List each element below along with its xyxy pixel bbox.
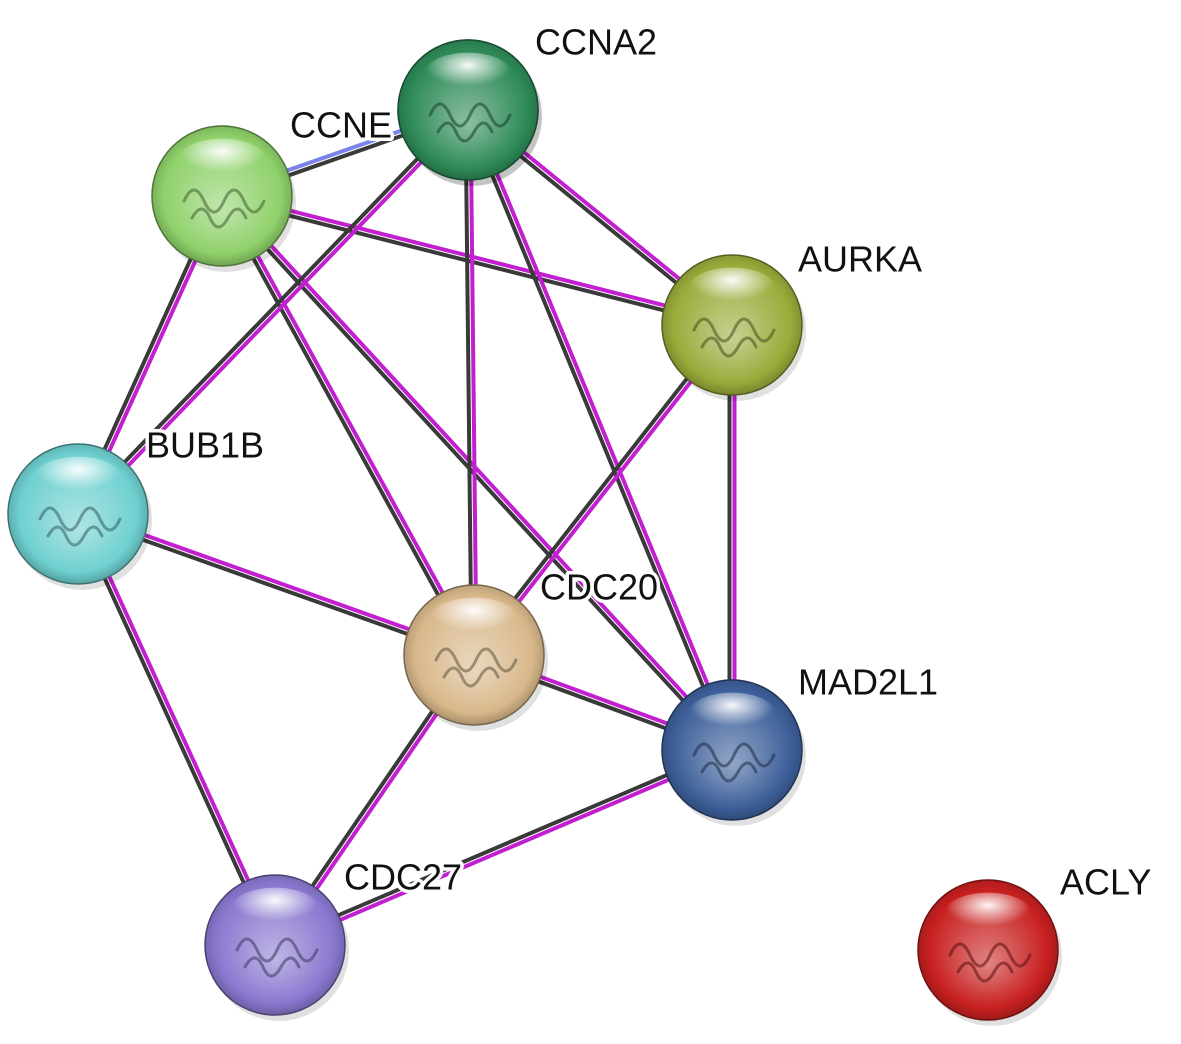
protein-structure-icon (692, 317, 776, 358)
node-gloss (424, 52, 512, 95)
edge-evidence-magenta (78, 512, 280, 945)
node-cdc20[interactable] (403, 584, 548, 731)
protein-structure-icon (235, 937, 319, 978)
node-label-acly: ACLY (1060, 862, 1151, 903)
node-label-ccnb1: CCNE (290, 105, 392, 146)
node-label-cdc20: CDC20 (540, 567, 658, 608)
node-label-aurka: AURKA (798, 239, 922, 280)
edge-ccna2-cdc20[interactable] (463, 109, 479, 656)
protein-structure-icon (182, 188, 266, 229)
node-ccna2-overlay (397, 39, 542, 186)
edge-evidence-magenta (222, 193, 478, 655)
node-gloss (430, 597, 518, 640)
edge-evidence-magenta (222, 192, 736, 750)
edge-evidence-magenta (275, 750, 734, 950)
edge-mad2l1-cdc27[interactable] (273, 745, 734, 950)
edge-evidence-black (463, 110, 474, 656)
protein-structure-icon (692, 742, 776, 783)
protein-structure-icon (428, 102, 512, 143)
edge-ccnb1-aurka[interactable] (220, 191, 734, 330)
edge-evidence-black (220, 196, 732, 330)
edge-aurka-mad2l1[interactable] (727, 325, 737, 750)
node-ccnb1[interactable] (151, 125, 296, 272)
node-label-mad2l1: MAD2L1 (798, 662, 938, 703)
node-gloss (944, 892, 1032, 935)
protein-structure-icon (38, 506, 122, 547)
node-label-bub1b: BUB1B (146, 425, 264, 466)
edge-evidence-black (218, 196, 474, 658)
node-gloss (688, 267, 776, 310)
node-acly[interactable] (917, 879, 1062, 1026)
protein-structure-icon (948, 942, 1032, 983)
node-gloss (34, 456, 122, 499)
edge-evidence-black (273, 745, 732, 945)
edge-evidence-black (74, 106, 468, 514)
edge-evidence-magenta (222, 191, 734, 325)
edge-evidence-black (463, 110, 732, 752)
edge-ccna2-mad2l1[interactable] (463, 108, 737, 752)
node-label-cdc27: CDC27 (344, 857, 462, 898)
edge-evidence-black (73, 514, 275, 947)
node-aurka[interactable] (661, 254, 806, 401)
node-bub1b[interactable] (7, 443, 152, 590)
edge-evidence-magenta (78, 110, 472, 518)
edge-bub1b-cdc27[interactable] (73, 512, 280, 947)
node-gloss (231, 887, 319, 930)
node-label-ccna2: CCNA2 (535, 22, 657, 63)
node-cdc27[interactable] (204, 874, 349, 1021)
node-mad2l1[interactable] (661, 679, 806, 826)
protein-structure-icon (434, 647, 518, 688)
node-gloss (178, 138, 266, 181)
edge-evidence-magenta (468, 109, 479, 655)
node-gloss (688, 692, 776, 735)
edge-evidence-magenta (468, 108, 737, 750)
edge-ccna2-bub1b[interactable] (74, 106, 472, 518)
edge-ccnb1-cdc20[interactable] (218, 193, 478, 658)
